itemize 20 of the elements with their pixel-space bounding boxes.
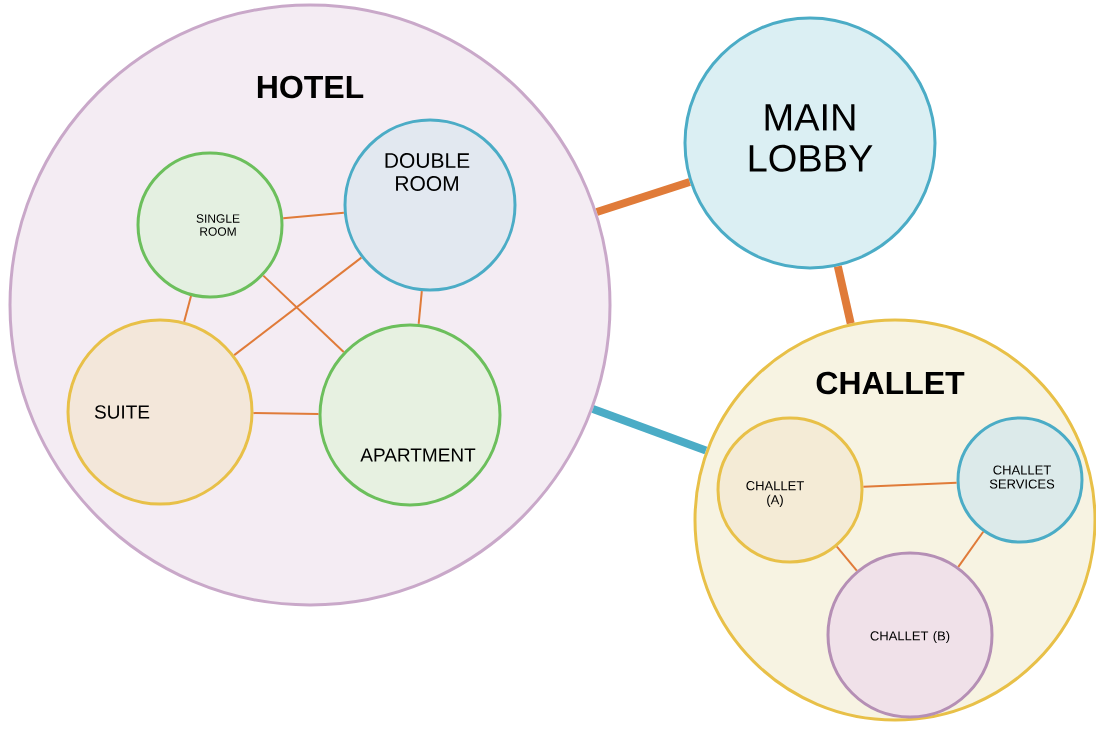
connector-line <box>282 211 345 220</box>
circle-node: CHALLET SERVICES <box>956 416 1084 544</box>
connector-line <box>417 290 423 325</box>
connector-line <box>862 481 958 488</box>
connector-line <box>252 412 320 415</box>
circle-node: MAIN LOBBY <box>683 16 937 270</box>
circle-node: CHALLET (A) <box>716 416 864 564</box>
connector-line <box>183 295 192 323</box>
connector-line <box>957 530 985 568</box>
connector-line <box>233 256 363 357</box>
connector-line <box>833 265 855 325</box>
circle-node: CHALLET (B) <box>826 551 994 719</box>
connector-line <box>591 405 708 455</box>
circle-node: SINGLE ROOM <box>136 151 284 299</box>
connector-line <box>595 178 691 216</box>
circle-node: SUITE <box>66 318 254 506</box>
circle-node: APARTMENT <box>318 323 502 507</box>
connector-line <box>835 545 858 572</box>
connector-line <box>262 274 345 353</box>
circle-node: DOUBLE ROOM <box>343 118 517 292</box>
